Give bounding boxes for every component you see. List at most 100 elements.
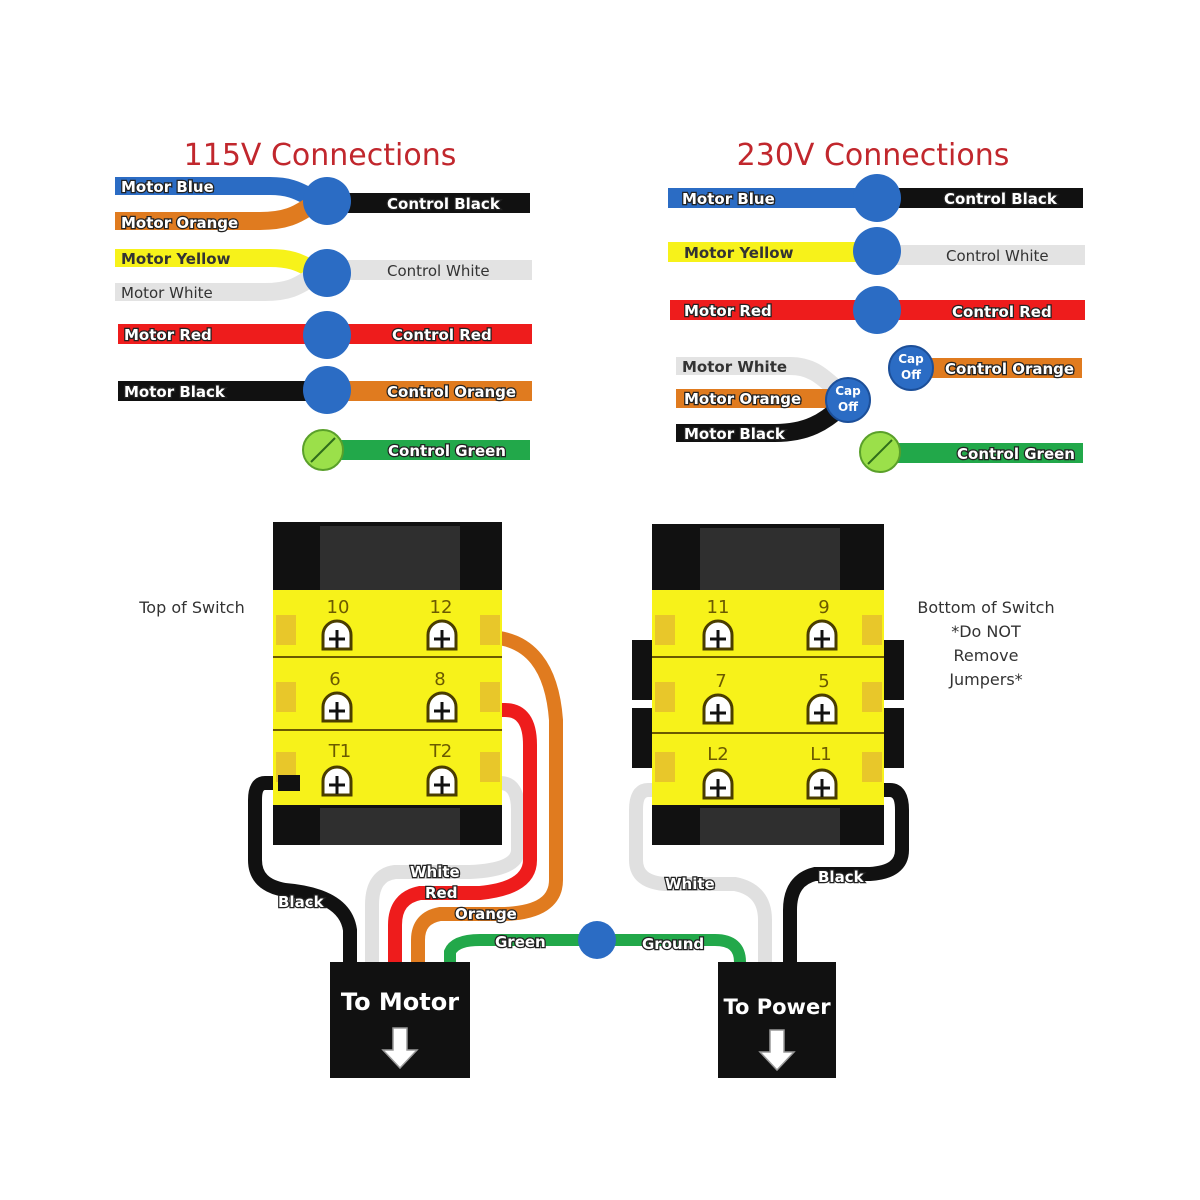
terminal-label: L2 bbox=[707, 744, 728, 765]
wire-label: Motor Black bbox=[124, 383, 226, 401]
wire-label: Control Black bbox=[944, 190, 1058, 208]
cap-off-nut bbox=[825, 377, 871, 423]
wire-label: Motor Yellow bbox=[684, 244, 794, 262]
wire-control-green bbox=[882, 443, 1083, 463]
wire-label: Orange bbox=[455, 905, 517, 923]
terminal-screw-icon bbox=[321, 619, 353, 651]
wire-label: Control Black bbox=[387, 195, 501, 213]
wire-motor-yellow bbox=[668, 242, 868, 262]
arrow-down-icon bbox=[758, 1029, 796, 1072]
wire-control-white bbox=[330, 260, 532, 280]
wire-label: Motor Blue bbox=[121, 178, 214, 196]
wire-orange-motor bbox=[411, 630, 563, 962]
terminal-screw-icon bbox=[426, 619, 458, 651]
terminal-label: T2 bbox=[429, 741, 452, 762]
wire-label: Control Red bbox=[952, 303, 1052, 321]
wire-label: Control Green bbox=[388, 442, 506, 460]
bottom-switch: 11 9 7 5 L2 L1 bbox=[632, 524, 904, 845]
wire-label: Control Orange bbox=[387, 383, 516, 401]
to-power-label: To Power bbox=[723, 995, 831, 1019]
ground-screw-icon bbox=[859, 431, 901, 473]
wire-label: Motor White bbox=[682, 358, 787, 376]
terminal-screw-icon bbox=[806, 619, 838, 651]
wire-label: Control White bbox=[946, 247, 1049, 265]
wire-nut bbox=[303, 249, 351, 297]
terminal-screw-icon bbox=[426, 765, 458, 797]
wire-label: Control Red bbox=[392, 326, 492, 344]
terminal-screw-icon bbox=[321, 765, 353, 797]
wire-label: Motor Orange bbox=[684, 390, 801, 408]
wire-control-orange bbox=[328, 381, 532, 401]
panel-230v: 230V Connections Motor Blue Control Blac… bbox=[668, 138, 1085, 473]
terminal-label: 9 bbox=[818, 597, 829, 618]
wire-motor-black bbox=[118, 381, 328, 401]
terminal-label: 5 bbox=[818, 671, 829, 692]
wire-label: Motor Blue bbox=[682, 190, 775, 208]
switch-label: *Do NOT bbox=[951, 622, 1021, 641]
wire-control-black bbox=[330, 193, 530, 213]
wire-label: White bbox=[665, 875, 715, 893]
terminal-label: T1 bbox=[328, 741, 351, 762]
wire-control-green bbox=[325, 440, 530, 460]
panel-title: 115V Connections bbox=[184, 138, 457, 173]
switch-label: Jumpers* bbox=[948, 670, 1022, 689]
switch-label: Top of Switch bbox=[138, 598, 245, 617]
switch-label: Bottom of Switch bbox=[917, 598, 1054, 617]
terminal-screw-icon bbox=[702, 619, 734, 651]
cap-label: Cap bbox=[835, 384, 861, 398]
cap-off-nut bbox=[888, 345, 934, 391]
wire-black-motor bbox=[248, 776, 357, 962]
panel-title: 230V Connections bbox=[737, 138, 1010, 173]
terminal-screw-icon bbox=[702, 768, 734, 800]
switch-wires bbox=[248, 630, 909, 963]
terminal-label: 7 bbox=[715, 671, 726, 692]
wire-label: Control Green bbox=[957, 445, 1075, 463]
to-motor-box: To Motor bbox=[330, 962, 470, 1078]
wire-green-ground bbox=[444, 934, 746, 963]
wire-label: Motor White bbox=[121, 284, 213, 302]
terminal-screw-icon bbox=[321, 691, 353, 723]
switch-label: Remove bbox=[954, 646, 1019, 665]
terminal-screw-icon bbox=[426, 691, 458, 723]
wire-nut bbox=[303, 311, 351, 359]
wire-white-motor bbox=[365, 776, 525, 962]
ground-wire-nut bbox=[578, 921, 616, 959]
wire-motor-orange bbox=[676, 389, 836, 408]
wire-nut bbox=[303, 366, 351, 414]
wire-red-motor bbox=[388, 703, 537, 962]
wire-control-black bbox=[878, 188, 1083, 208]
terminal-label: 12 bbox=[430, 597, 453, 618]
terminal-label: L1 bbox=[810, 744, 831, 765]
wire-motor-blue bbox=[668, 188, 878, 208]
terminal-screw-icon bbox=[806, 693, 838, 725]
wire-label: Green bbox=[495, 933, 546, 951]
wire-nut bbox=[853, 174, 901, 222]
terminal-label: 8 bbox=[434, 669, 445, 690]
wire-label: Motor Black bbox=[684, 425, 786, 443]
to-power-box: To Power bbox=[718, 962, 836, 1078]
terminal-label: 6 bbox=[329, 669, 340, 690]
wire-label: Black bbox=[818, 868, 865, 886]
cap-label: Off bbox=[901, 368, 921, 382]
terminal-label: 10 bbox=[327, 597, 350, 618]
wire-label: Black bbox=[278, 893, 325, 911]
terminal-label: 11 bbox=[707, 597, 730, 618]
wire-control-orange bbox=[925, 358, 1082, 378]
wire-label: Motor Red bbox=[124, 326, 212, 344]
wire-nut bbox=[853, 227, 901, 275]
terminal-screw-icon bbox=[702, 693, 734, 725]
wire-nut bbox=[853, 286, 901, 334]
wire-label: Motor Orange bbox=[121, 214, 238, 232]
wire-label: Control White bbox=[387, 262, 490, 280]
ground-screw-icon bbox=[302, 429, 344, 471]
wire-label: Red bbox=[425, 884, 457, 902]
top-switch: 10 12 6 8 T1 T2 bbox=[273, 522, 502, 845]
to-motor-label: To Motor bbox=[341, 988, 459, 1016]
wire-end bbox=[278, 775, 300, 791]
wire-label: Ground bbox=[642, 935, 704, 953]
wire-label: White bbox=[410, 863, 460, 881]
panel-115v: 115V Connections Motor Blue Motor Orange… bbox=[115, 138, 532, 471]
terminal-screw-icon bbox=[806, 768, 838, 800]
wire-label: Motor Red bbox=[684, 302, 772, 320]
arrow-down-icon bbox=[381, 1027, 419, 1070]
